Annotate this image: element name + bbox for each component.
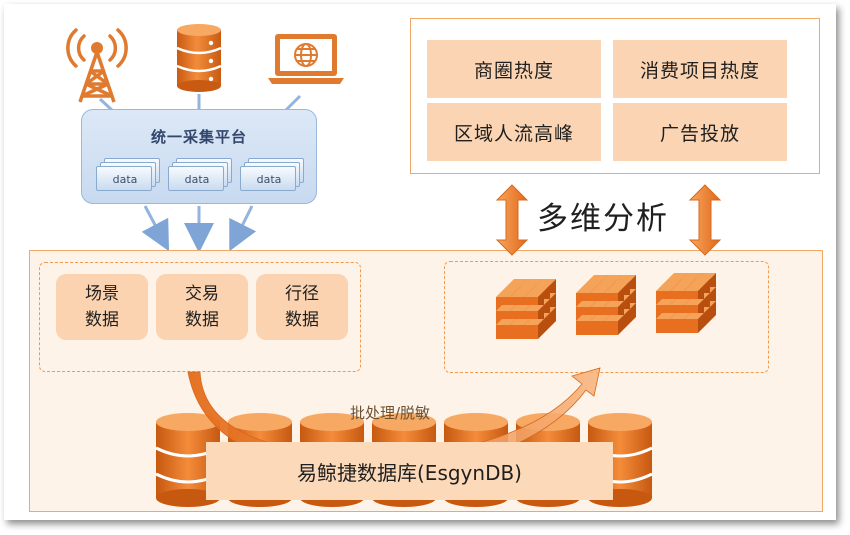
source-data-card: 行径 数据 <box>256 274 348 340</box>
batch-process-label: 批处理/脱敏 <box>350 404 431 422</box>
diagram-canvas: 统一采集平台 data data data 商圈热度 消费项目热度 区域人流高 <box>4 4 836 520</box>
double-arrow-icon <box>495 184 529 256</box>
database-label: 易鲸捷数据库(EsgynDB) <box>206 442 613 500</box>
olap-cube-group <box>444 261 769 373</box>
metric-item: 区域人流高峰 <box>427 103 601 161</box>
data-file-label: data <box>112 173 138 186</box>
source-data-card: 交易 数据 <box>156 274 248 340</box>
data-file-stack: data <box>96 158 164 192</box>
metric-item: 消费项目热度 <box>613 40 787 98</box>
metrics-panel: 商圈热度 消费项目热度 区域人流高峰 广告投放 <box>410 18 820 174</box>
double-arrow-icon <box>688 184 722 256</box>
metric-item: 商圈热度 <box>427 40 601 98</box>
platform-title: 统一采集平台 <box>150 128 247 146</box>
database-server-icon <box>176 24 222 92</box>
source-data-group <box>39 262 361 372</box>
collection-platform: 统一采集平台 data data data <box>81 109 317 204</box>
data-file-label: data <box>256 173 282 186</box>
data-file-label: data <box>184 173 210 186</box>
metric-item: 广告投放 <box>613 103 787 161</box>
data-file-stack: data <box>240 158 308 192</box>
data-file-stack: data <box>168 158 236 192</box>
antenna-tower-icon <box>66 28 128 103</box>
source-data-card: 场景 数据 <box>56 274 148 340</box>
multidimensional-analysis-label: 多维分析 <box>537 201 669 237</box>
laptop-globe-icon <box>268 34 344 84</box>
